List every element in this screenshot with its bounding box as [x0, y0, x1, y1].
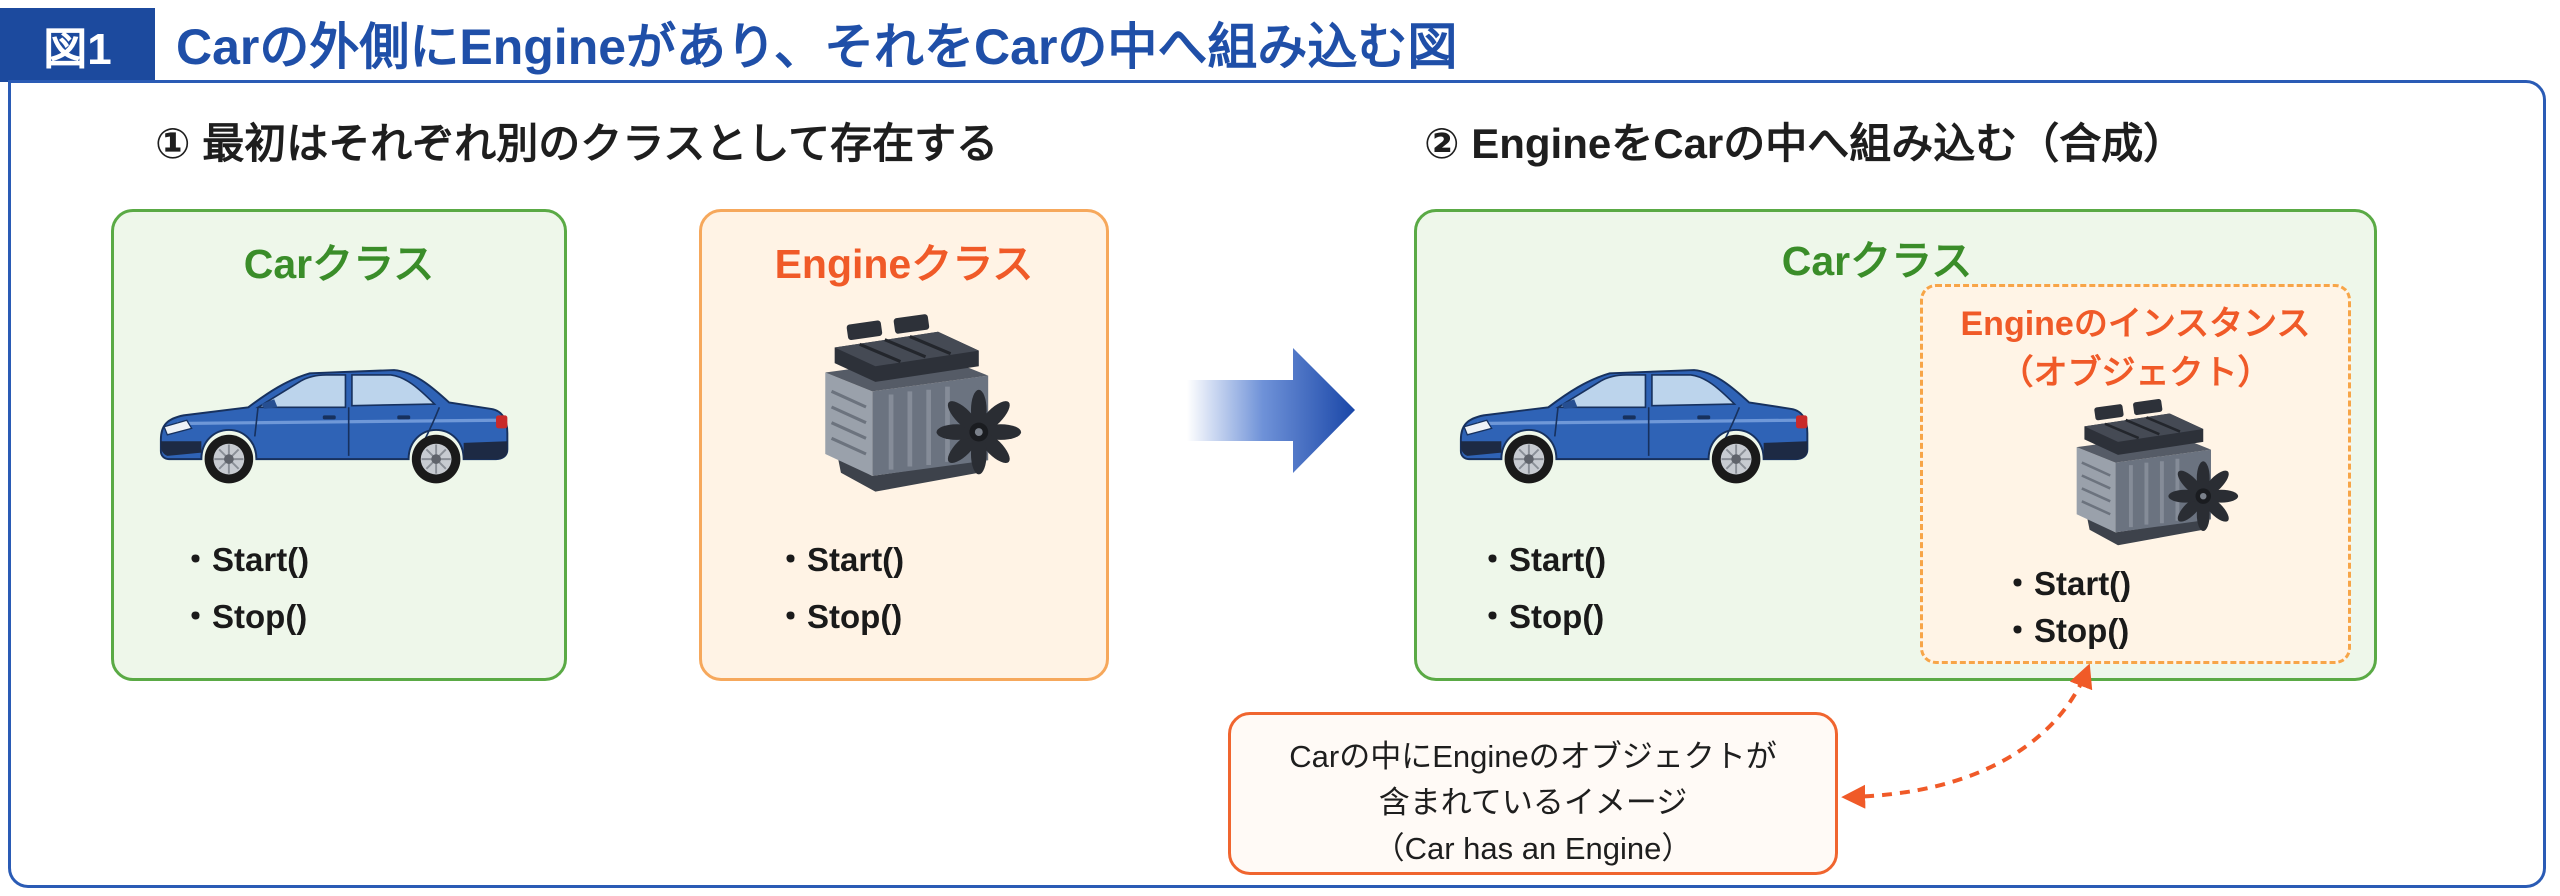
car-class-title: Carクラス [243, 241, 435, 287]
engine-class-title: Engineクラス [774, 241, 1034, 287]
car-icon [159, 368, 509, 485]
right-arrow-icon [1187, 348, 1355, 473]
car-icon [1459, 368, 1809, 485]
engine-icon [803, 313, 1023, 501]
callout-box: Carの中にEngineのオブジェクトが 含まれているイメージ （Car has… [1228, 712, 1838, 875]
engine-instance-method-stop: ・Stop() [2001, 612, 2130, 649]
callout-line-3: （Car has an Engine） [1373, 831, 1693, 866]
right-arrow-shape [1187, 348, 1355, 473]
engine-class-box: Engineクラス ・Start() ・Stop() [699, 209, 1109, 681]
dashed-double-arrow-icon [1841, 663, 2093, 809]
composed-car-method-stop: ・Stop() [1476, 598, 1605, 635]
composed-car-method-start: ・Start() [1476, 541, 1607, 578]
step2-heading: ② EngineをCarの中へ組み込む（合成） [1424, 120, 2186, 167]
callout-connector-arrow [1841, 663, 2093, 809]
engine-method-start: ・Start() [774, 541, 905, 578]
composed-car-class-title: Carクラス [1781, 238, 1973, 284]
engine-icon [2055, 398, 2243, 553]
engine-instance-title: Engineのインスタンス [1960, 305, 2311, 343]
car-method-start: ・Start() [179, 541, 310, 578]
step1-heading: ① 最初はそれぞれ別のクラスとして存在する [155, 120, 999, 167]
figure-badge: 図1 [0, 8, 155, 82]
callout-line-1: Carの中にEngineのオブジェクトが [1289, 739, 1777, 774]
figure-badge-label: 図1 [43, 25, 112, 74]
callout-line-2: 含まれているイメージ [1378, 785, 1688, 820]
figure-title: Carの外側にEngineがあり、それをCarの中へ組み込む図 [176, 19, 1458, 75]
engine-instance-box: Engineのインスタンス （オブジェクト） ・Start() ・Stop() [1920, 284, 2351, 664]
engine-instance-subtitle: （オブジェクト） [1999, 354, 2272, 392]
engine-method-stop: ・Stop() [774, 598, 903, 635]
car-method-stop: ・Stop() [179, 598, 308, 635]
composed-car-class-box: Carクラス ・Start() ・Stop() Engineのインスタンス （オ… [1414, 209, 2377, 681]
car-class-box: Carクラス ・Start() ・Stop() [111, 209, 567, 681]
engine-instance-method-start: ・Start() [2001, 565, 2132, 602]
